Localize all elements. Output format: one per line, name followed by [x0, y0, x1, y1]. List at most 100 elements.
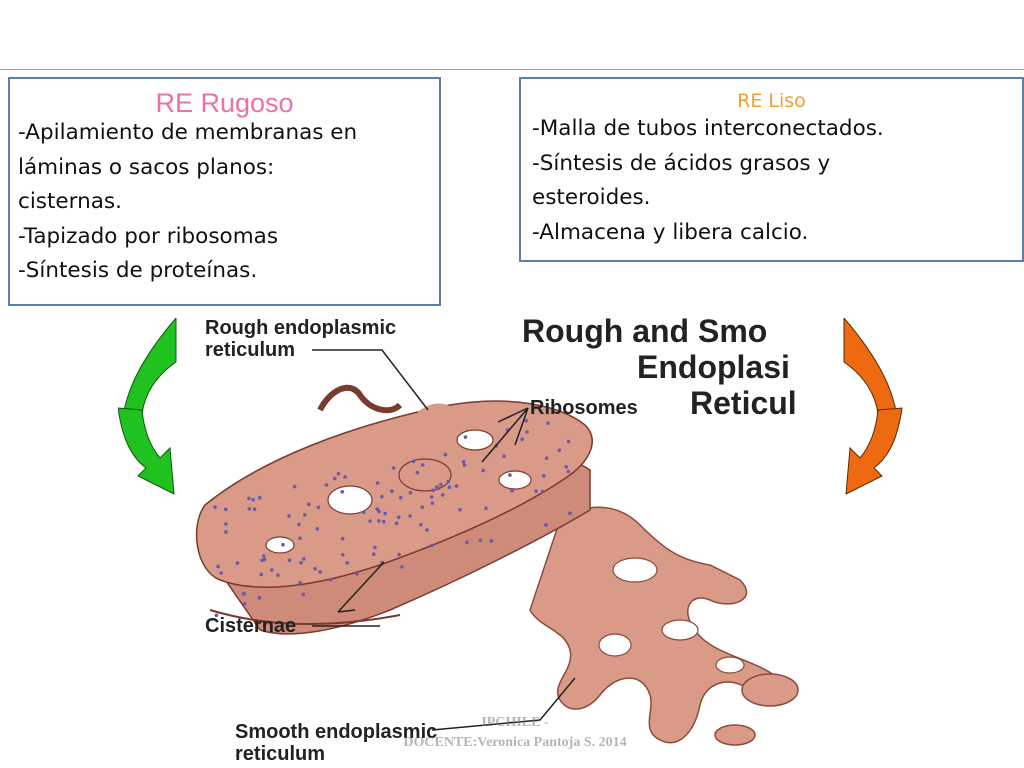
label-rough-er-line-2: reticulum — [205, 339, 295, 361]
ribosome-dot — [462, 463, 467, 467]
ribosome-dot — [216, 564, 220, 569]
ribosome-dot — [382, 519, 386, 524]
ribosome-dot — [257, 596, 262, 600]
ribosome-dot — [224, 530, 228, 534]
ribosome-dot — [340, 536, 345, 541]
ribosome-dot — [524, 418, 528, 423]
ribosome-dot — [463, 435, 468, 439]
ribosome-dot — [544, 523, 548, 527]
ribosome-dot — [434, 485, 439, 489]
heading-clip-edge — [808, 310, 810, 768]
watermark-line: IPCHILE - — [481, 715, 549, 730]
ribosome-dot — [534, 489, 538, 493]
ribosome-dot — [391, 466, 396, 470]
ribosome-dot — [415, 470, 420, 475]
ribosome-dot — [375, 507, 379, 511]
ribosome-dot — [566, 439, 571, 444]
ribosome-dot — [281, 542, 285, 547]
ribosome-dot — [318, 570, 322, 574]
smooth-er-description: -Malla de tubos interconectados. -Síntes… — [532, 112, 1022, 250]
ribosome-dot — [380, 494, 384, 499]
ribosome-dot — [541, 489, 545, 494]
heading-line-2: Endoplasi — [637, 349, 790, 385]
ribosome-dot — [332, 476, 337, 481]
ribosome-dot — [362, 510, 366, 514]
ribosome-dot — [262, 554, 266, 558]
ribosome-dot — [394, 521, 399, 526]
ribosome-dot — [383, 511, 388, 516]
ribosome-dot — [429, 495, 434, 499]
ribosome-dot — [399, 495, 403, 500]
ribosome-dot — [276, 573, 280, 577]
rough-er-line: -Tapizado por ribosomas — [18, 223, 279, 249]
ribosome-dot — [336, 472, 341, 476]
ribosome-dot — [368, 519, 372, 523]
ribosome-dot — [313, 566, 317, 571]
leader-ribosomes — [481, 407, 529, 463]
ribosome-dot — [340, 490, 345, 494]
ribosome-dot — [251, 498, 255, 502]
ribosome-dot — [259, 572, 264, 577]
ribosome-dot — [568, 511, 572, 515]
ribosome-dot — [489, 539, 494, 543]
ribosome-dot — [235, 561, 240, 565]
ribosome-dot — [247, 496, 251, 501]
ribosome-dot — [324, 483, 329, 487]
ribosome-dot — [257, 495, 262, 500]
label-ribosomes: Ribosomes — [530, 397, 638, 419]
ribosome-dot — [371, 552, 376, 556]
ribosome-dot — [247, 507, 252, 511]
ribosome-dot — [299, 561, 303, 565]
label-smooth-er-line-2: reticulum — [235, 743, 325, 765]
ribosome-dot — [315, 527, 320, 531]
ribosome-dot — [297, 522, 301, 527]
label-rough-er-line-1: Rough endoplasmic — [205, 317, 396, 339]
ribosome-dot — [430, 501, 435, 505]
ribosome-dot — [377, 519, 381, 523]
rough-er-line: láminas o sacos planos: — [18, 154, 275, 180]
ribosome-dot — [408, 490, 413, 495]
ribosome-dot — [219, 571, 223, 575]
ribosome-dot — [328, 577, 333, 582]
ribosome-dot — [270, 568, 274, 572]
er-diagram: Rough and Smo Endoplasi Reticul Rough en… — [195, 310, 810, 768]
ribosome-dot — [345, 561, 349, 565]
ribosome-dot — [390, 489, 394, 493]
ribosome-dot — [544, 456, 549, 460]
ribosome-dot — [241, 592, 246, 596]
ribosome-dot — [252, 507, 257, 511]
rough-er-description: -Apilamiento de membranas en láminas o s… — [18, 116, 439, 289]
rough-er-title: RE Rugoso — [155, 88, 294, 118]
smooth-er-line: -Síntesis de ácidos grasos y — [532, 150, 831, 176]
ribosome-dot — [454, 484, 459, 488]
ribosome-dot — [307, 502, 311, 507]
ribosome-dot — [375, 481, 380, 485]
ribosome-dot — [520, 437, 524, 441]
rough-er-line: -Apilamiento de membranas en — [18, 120, 358, 145]
ribosome-dot — [478, 538, 483, 543]
orange-curved-arrow-icon — [843, 318, 903, 495]
ribosome-dot — [420, 463, 425, 467]
ribosome-dot — [287, 558, 292, 562]
rough-er-illustration — [195, 384, 593, 635]
ribosome-dot — [508, 473, 512, 477]
ribosome-dot — [566, 469, 571, 474]
ribosome-dot — [461, 460, 466, 464]
ribosome-dot — [292, 484, 297, 489]
ribosome-dot — [408, 514, 412, 518]
ribosome-dot — [373, 545, 377, 550]
ribosome-dot — [214, 613, 219, 618]
ribosome-dot — [443, 452, 448, 457]
ribosome-dot — [557, 448, 562, 453]
label-cisternae: Cisternae — [205, 615, 296, 637]
leader-smooth-er — [431, 677, 576, 731]
rough-er-line: -Síntesis de proteínas. — [18, 258, 258, 283]
ribosome-dot — [420, 505, 425, 509]
ribosome-dot — [213, 505, 217, 509]
ribosome-dot — [430, 543, 434, 548]
ribosome-dot — [465, 540, 469, 545]
ribosome-dot — [411, 459, 416, 464]
ribosome-dot — [302, 557, 306, 561]
watermark: IPCHILE - DOCENTE:Veronica Pantoja S. 20… — [360, 713, 670, 753]
ribosome-dot — [298, 580, 302, 585]
